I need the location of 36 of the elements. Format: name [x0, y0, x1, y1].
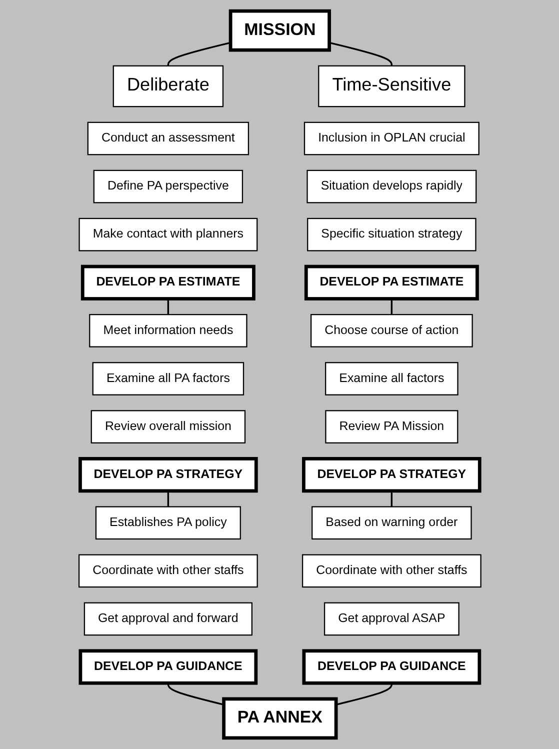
node-box: Examine all factors: [324, 362, 458, 396]
node-box: Make contact with planners: [78, 218, 258, 252]
node-box: Meet information needs: [88, 314, 247, 348]
connector: [390, 490, 392, 507]
node-box: Situation develops rapidly: [306, 170, 476, 204]
node-box: Based on warning order: [311, 506, 472, 540]
node-box: Coordinate with other staffs: [78, 554, 258, 588]
node-box: Examine all PA factors: [92, 362, 244, 396]
connector: [390, 298, 392, 315]
connector: [328, 42, 392, 66]
connector: [166, 298, 169, 315]
node-box: Specific situation strategy: [306, 218, 476, 252]
node-box: Get approval and forward: [83, 602, 252, 636]
connector: [166, 42, 230, 66]
node-box: DEVELOP PA STRATEGY: [78, 457, 258, 493]
node-box: DEVELOP PA GUIDANCE: [302, 649, 481, 685]
node-box: Conduct an assessment: [86, 122, 249, 156]
node-box: Review PA Mission: [324, 410, 458, 444]
node-box: PA ANNEX: [222, 697, 338, 740]
node-box: Establishes PA policy: [94, 506, 241, 540]
node-box: Choose course of action: [310, 314, 472, 348]
connector: [166, 683, 224, 706]
node-box: MISSION: [228, 9, 331, 52]
node-box: Inclusion in OPLAN crucial: [304, 122, 479, 156]
connector: [166, 490, 169, 507]
node-box: Coordinate with other staffs: [302, 554, 481, 588]
node-box: DEVELOP PA STRATEGY: [302, 457, 481, 493]
node-box: DEVELOP PA ESTIMATE: [80, 264, 255, 300]
node-box: DEVELOP PA ESTIMATE: [304, 264, 478, 300]
node-box: Deliberate: [112, 65, 224, 108]
node-box: Time-Sensitive: [318, 65, 465, 108]
connector: [335, 683, 392, 706]
node-box: Define PA perspective: [92, 170, 243, 204]
node-box: DEVELOP PA GUIDANCE: [78, 649, 258, 685]
node-box: Get approval ASAP: [324, 602, 459, 636]
node-box: Review overall mission: [90, 410, 246, 444]
